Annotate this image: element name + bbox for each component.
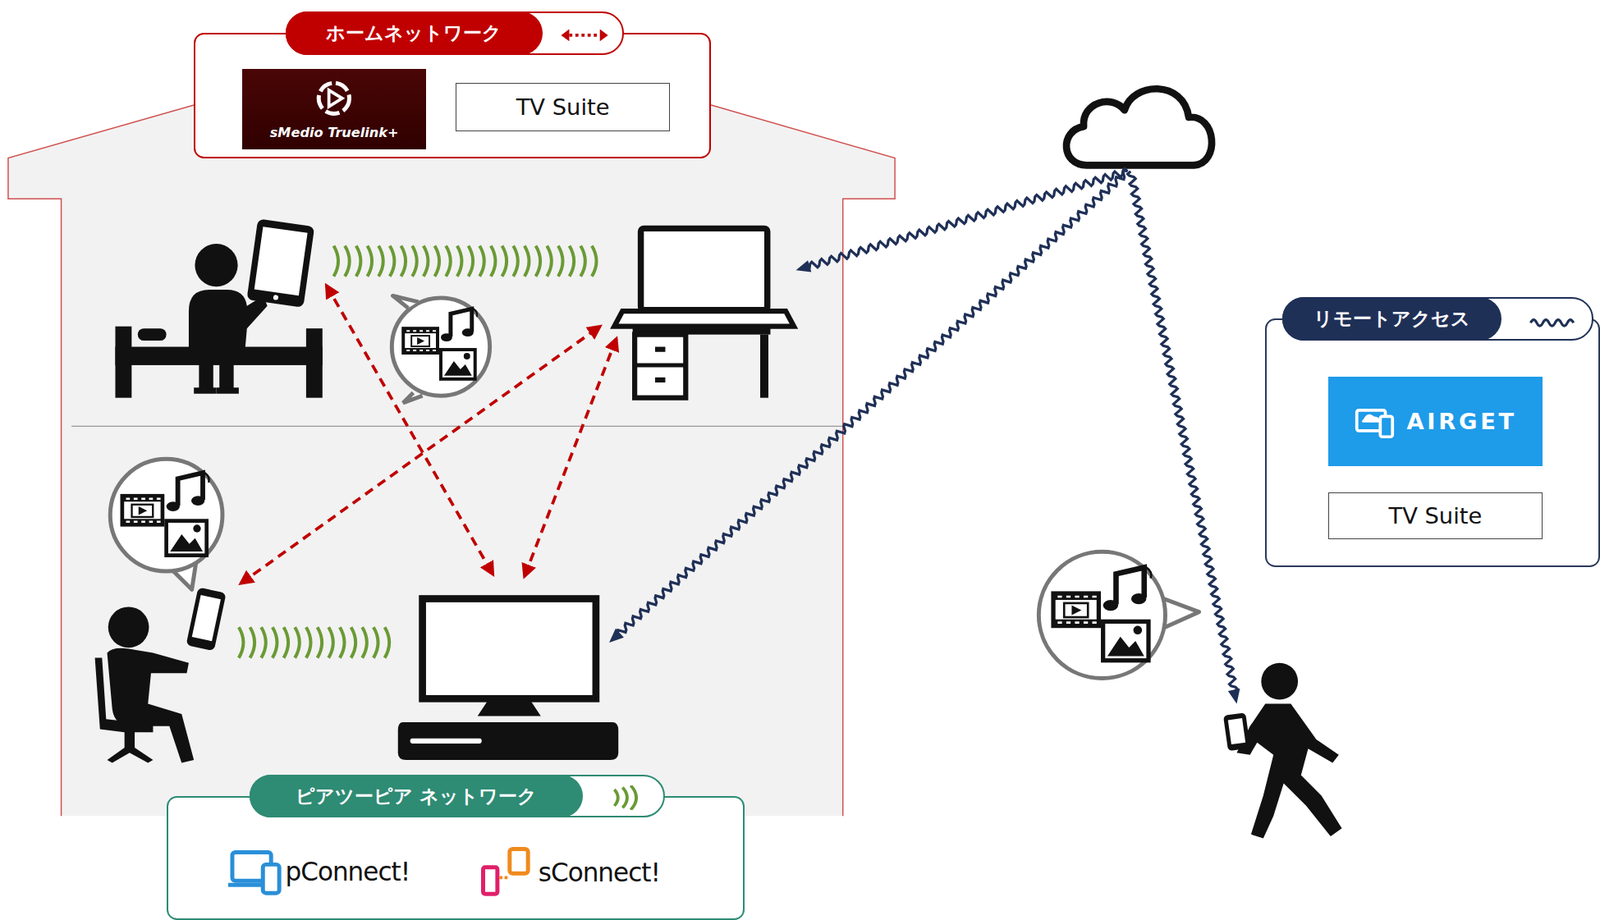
product-box: TV Suite [1328,492,1543,540]
home-network-arrow [240,285,616,584]
wireless-signal [238,246,597,659]
product-box: TV Suite [455,82,670,131]
logo-text: AIRGET [1406,408,1517,435]
remote-access-panel: リモートアクセスAIRGETTV Suite [1265,318,1600,568]
sconnect-logo: sConnect! [481,838,701,908]
header-pill: ホームネットワーク [285,11,543,55]
logo-icon [1528,308,1580,334]
house-outline [8,105,895,817]
product-name: TV Suite [516,94,610,120]
header-pill: リモートアクセス [1282,297,1502,340]
walking-person [1223,663,1343,839]
smedio-logo: sMedio Truelink+ [242,68,427,150]
laptop-desk [614,228,794,398]
logo-icon [313,77,355,120]
remote-link [609,169,1240,705]
header-pill: ピアツーピア ネットワーク [249,774,583,818]
logo-icon [1353,402,1397,441]
chair-person [95,606,195,763]
product-name: TV Suite [1388,503,1482,529]
logo-icon [559,22,610,48]
cloud [1066,88,1212,166]
home-network-panel: ホームネットワークsMedio Truelink+TV Suite [193,32,711,159]
logo-text: sConnect! [538,857,661,888]
p2p-network-panel: ピアツーピア ネットワークpConnect!sConnect! [166,796,746,920]
floor-line [71,426,844,427]
logo-icon [228,846,282,898]
phone [186,587,227,652]
pconnect-logo: pConnect! [228,840,453,904]
speech-bubble [110,458,223,590]
airget-logo: AIRGET [1328,376,1543,466]
logo-text: sMedio Truelink+ [270,124,399,141]
tablet [246,219,315,308]
speech-bubble [1038,551,1199,679]
speech-bubble [391,295,490,403]
logo-text: pConnect! [285,857,411,887]
logo-icon [481,847,535,899]
logo-icon [600,785,652,811]
tv-recorder [398,599,619,761]
